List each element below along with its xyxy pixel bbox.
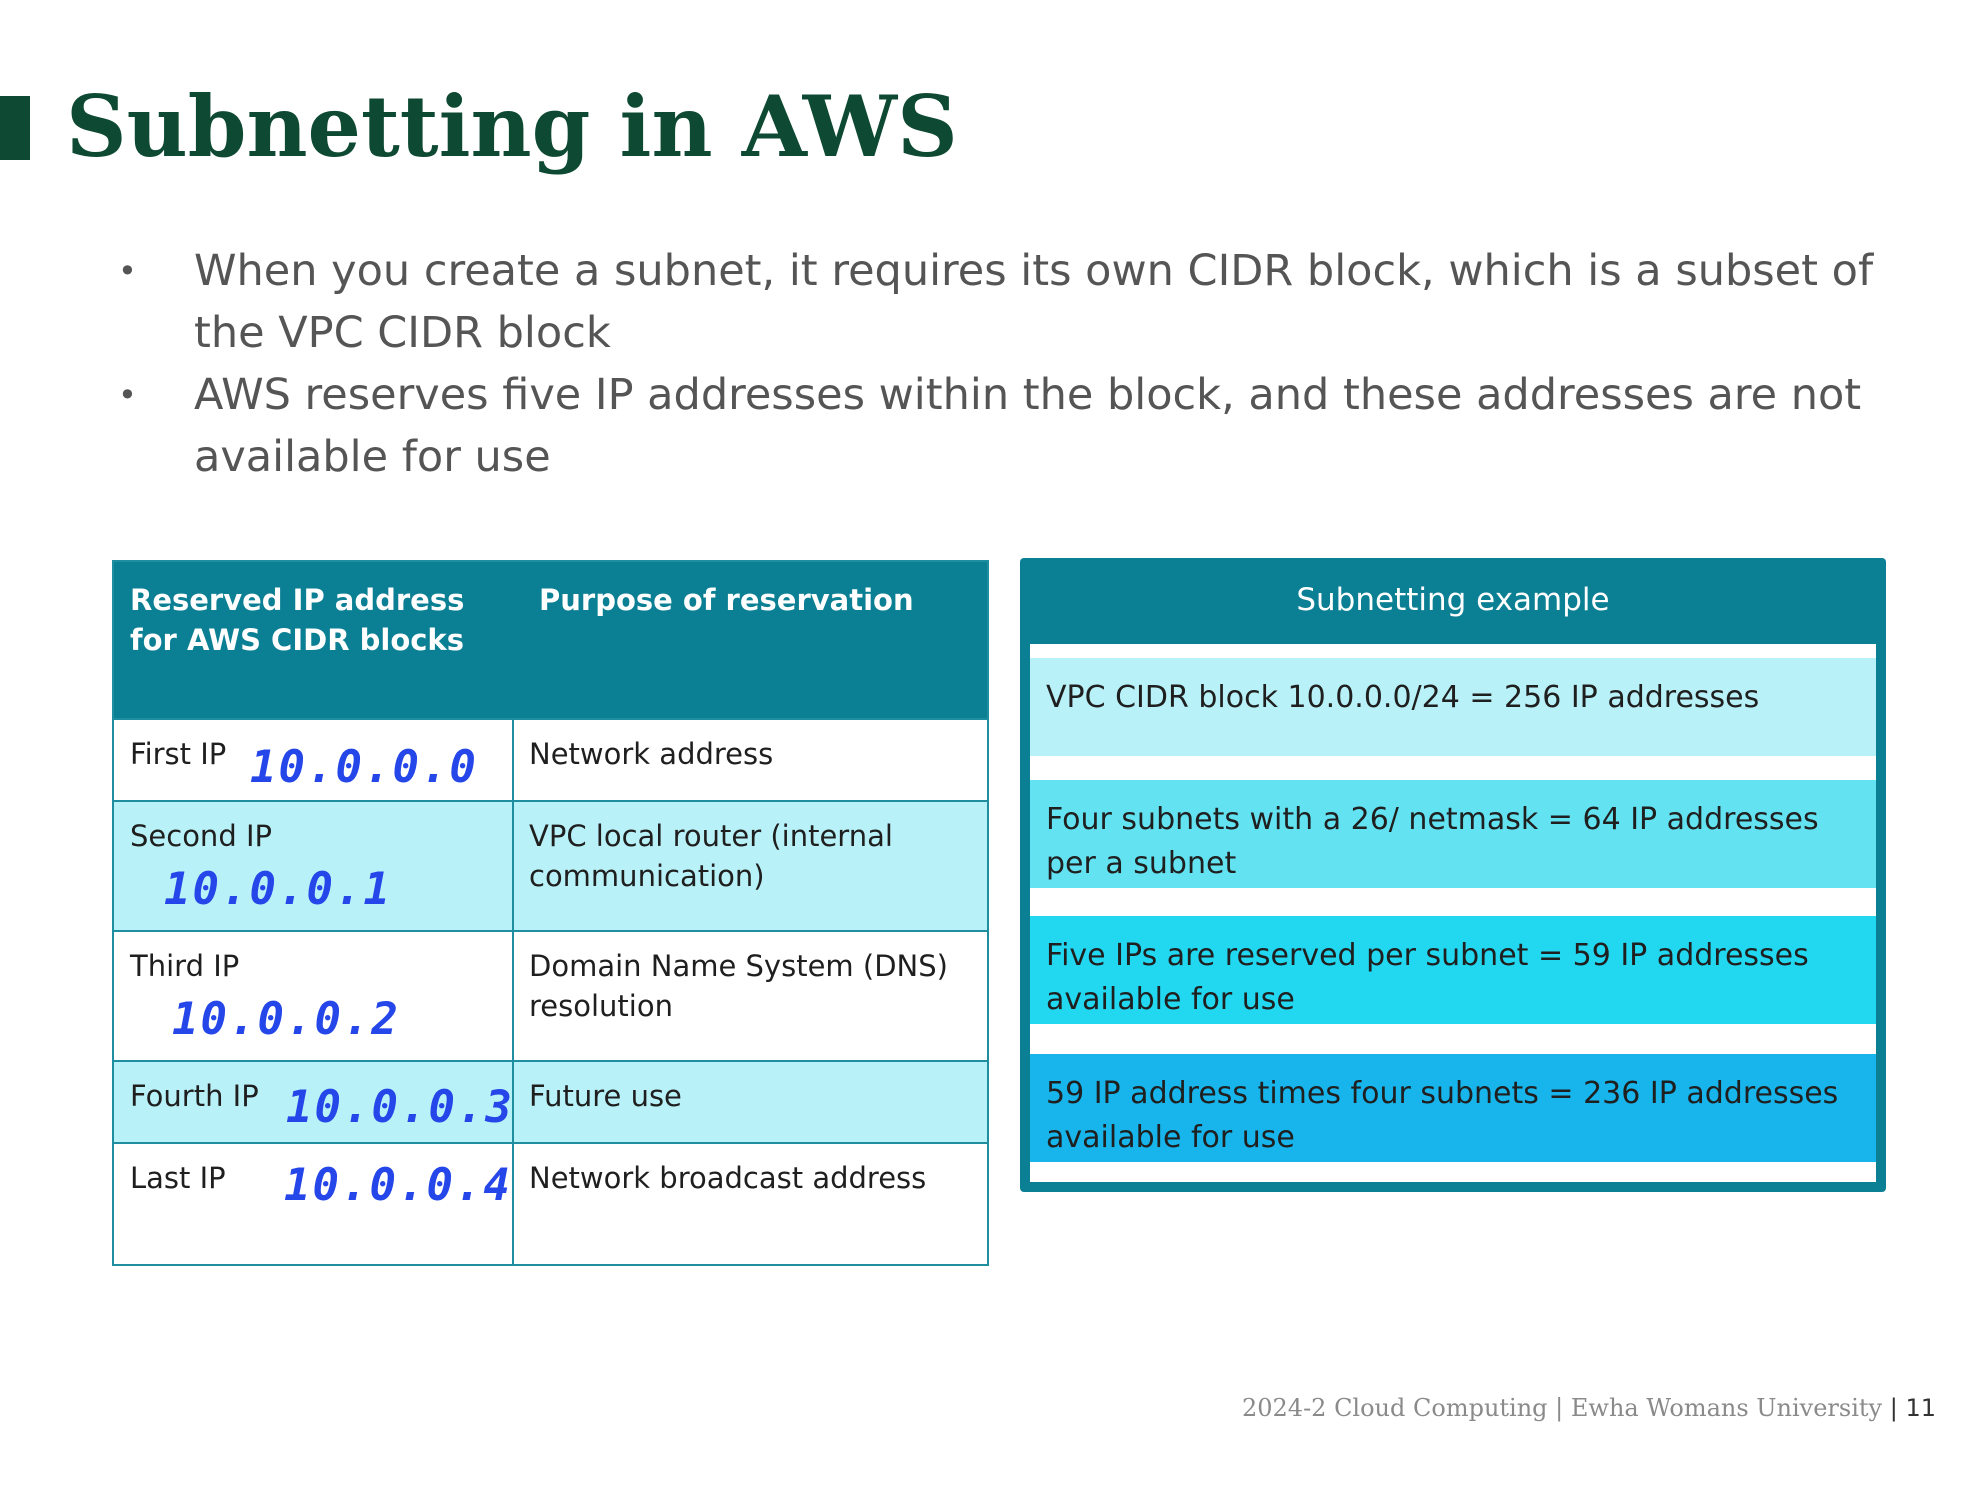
example-step: Four subnets with a 26/ netmask = 64 IP … — [1030, 780, 1876, 888]
row-purpose: Network address — [529, 737, 774, 771]
row-purpose: Network broadcast address — [529, 1161, 927, 1195]
example-step: VPC CIDR block 10.0.0.0/24 = 256 IP addr… — [1030, 658, 1876, 756]
bullet-item: • AWS reserves five IP addresses within … — [112, 364, 1912, 488]
table-header-reserved-ip: Reserved IP address for AWS CIDR blocks — [130, 583, 465, 657]
bullet-text: When you create a subnet, it requires it… — [194, 246, 1874, 358]
table-row: Third IP 10.0.0.2 Domain Name System (DN… — [114, 930, 987, 1060]
row-label: Last IP — [130, 1161, 226, 1195]
handwritten-ip-note: 10.0.0.3 — [286, 1082, 514, 1133]
table-row: Last IP 10.0.0.4 Network broadcast addre… — [114, 1142, 987, 1266]
bullet-text: AWS reserves five IP addresses within th… — [194, 370, 1862, 482]
handwritten-ip-note: 10.0.0.0 — [250, 742, 478, 793]
example-step: Five IPs are reserved per subnet = 59 IP… — [1030, 916, 1876, 1024]
panel-body: VPC CIDR block 10.0.0.0/24 = 256 IP addr… — [1030, 644, 1876, 1182]
row-label: Second IP — [130, 819, 272, 853]
bullet-list: • When you create a subnet, it requires … — [112, 240, 1912, 488]
handwritten-ip-note: 10.0.0.4 — [284, 1160, 512, 1211]
example-step: 59 IP address times four subnets = 236 I… — [1030, 1054, 1876, 1162]
bullet-dot-icon: • — [118, 376, 137, 414]
reserved-ip-table: Reserved IP address for AWS CIDR blocks … — [112, 560, 989, 1266]
column-divider — [512, 718, 514, 1266]
bullet-item: • When you create a subnet, it requires … — [112, 240, 1912, 364]
page-number: | 11 — [1889, 1394, 1936, 1422]
handwritten-ip-note: 10.0.0.2 — [172, 994, 400, 1045]
row-purpose: Future use — [529, 1079, 682, 1113]
table-row: Second IP 10.0.0.1 VPC local router (int… — [114, 800, 987, 930]
subnetting-example-panel: Subnetting example VPC CIDR block 10.0.0… — [1020, 558, 1886, 1192]
row-label: First IP — [130, 737, 227, 771]
table-row: First IP 10.0.0.0 Network address — [114, 718, 987, 800]
bullet-dot-icon: • — [118, 252, 137, 290]
table-row: Fourth IP 10.0.0.3 Future use — [114, 1060, 987, 1142]
row-purpose: VPC local router (internal communication… — [529, 819, 893, 893]
panel-title: Subnetting example — [1296, 582, 1610, 618]
page-title: Subnetting in AWS — [66, 77, 958, 176]
row-purpose: Domain Name System (DNS) resolution — [529, 949, 948, 1023]
title-accent-bar — [0, 96, 30, 160]
table-header-purpose: Purpose of reservation — [539, 583, 914, 617]
slide-footer: 2024-2 Cloud Computing | Ewha Womans Uni… — [1242, 1394, 1936, 1422]
table-header: Reserved IP address for AWS CIDR blocks … — [114, 562, 987, 718]
row-label: Fourth IP — [130, 1079, 259, 1113]
handwritten-ip-note: 10.0.0.1 — [164, 864, 392, 915]
row-label: Third IP — [130, 949, 240, 983]
footer-text: 2024-2 Cloud Computing | Ewha Womans Uni… — [1241, 1394, 1883, 1422]
